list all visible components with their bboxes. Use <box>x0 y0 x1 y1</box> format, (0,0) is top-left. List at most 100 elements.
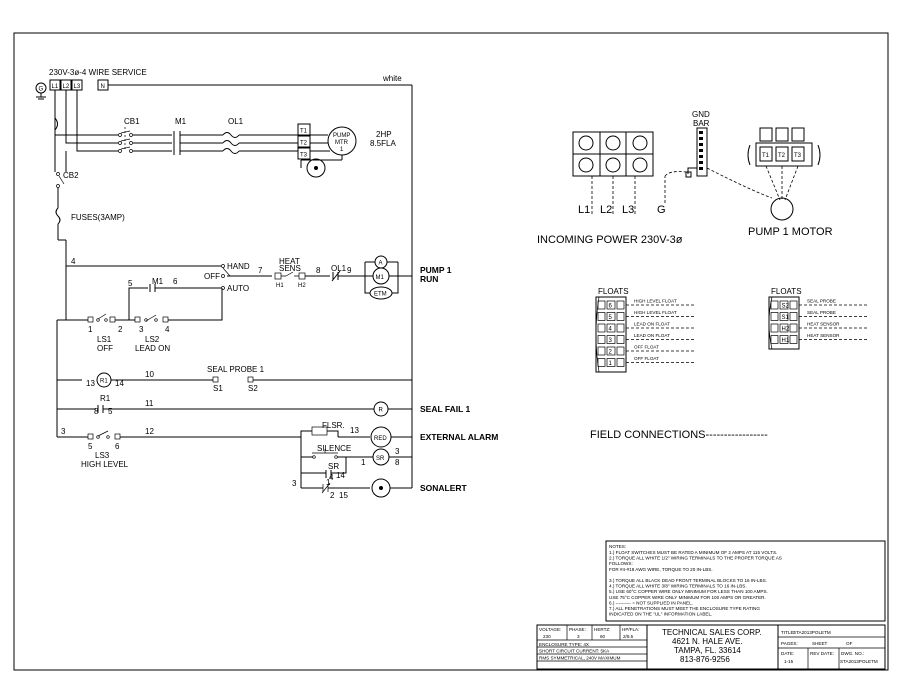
incoming-l2: L2 <box>600 204 612 216</box>
hp-value: 2/8.5 <box>623 634 634 639</box>
m1-seal-label: M1 <box>152 277 164 286</box>
r1-contact-term-8: 8 <box>94 407 99 416</box>
date-label: DATE: <box>781 651 794 656</box>
incoming-l3: L3 <box>622 204 634 216</box>
incoming-power-caption: INCOMING POWER 230V-3ø <box>537 234 683 246</box>
m1-power-contacts <box>173 131 181 155</box>
floats-left-wire-label-4: LEAD ON FLOAT <box>634 333 670 338</box>
ls-term-3: 3 <box>139 325 144 334</box>
sr-term-1: 1 <box>361 458 366 467</box>
cb1-label: CB1 <box>124 117 140 126</box>
motor-text-3: 1 <box>340 147 344 153</box>
flasher-label: FLSR. <box>322 421 345 430</box>
company-city: TAMPA, FL. 33614 <box>674 646 741 655</box>
pump-motor-caption: PUMP 1 MOTOR <box>748 226 833 238</box>
fuse-symbol <box>55 207 61 225</box>
gnd-bar-label-2: BAR <box>693 119 710 128</box>
ls1-sub: OFF <box>97 344 113 353</box>
notes-box <box>605 540 886 622</box>
ls3-label: LS3 <box>95 451 110 460</box>
ls2-float-switch <box>134 314 169 323</box>
wire-14: 14 <box>336 471 345 480</box>
sonalert-label: SONALERT <box>420 483 468 493</box>
motor-ground-symbol <box>306 158 326 178</box>
phase-value: 3 <box>577 634 580 639</box>
floats-right-wire-label-2: SEAL PROBE <box>807 310 836 315</box>
heat-sensor-contact <box>274 271 306 280</box>
phase-label: PHASE: <box>569 627 586 632</box>
note-line-11: 7.) ALL PENETRATIONS MUST MEET THE ENCLO… <box>609 606 760 611</box>
ground-symbol-label: G <box>39 87 44 93</box>
floats-left-terminal-6: 1 <box>609 361 613 367</box>
motor-hp: 2HP <box>376 130 392 139</box>
ol1-label: OL1 <box>228 117 244 126</box>
m1-coil-label: M1 <box>376 275 385 281</box>
pm-t1: T1 <box>762 153 770 159</box>
wire-4: 4 <box>71 257 76 266</box>
notes-title: NOTES: <box>609 544 626 549</box>
sr-contact-term-4: 4 <box>329 473 334 482</box>
sr-contact-term-3: 3 <box>292 479 297 488</box>
silence-label: SILENCE <box>317 444 351 453</box>
ls1-label: LS1 <box>97 335 112 344</box>
motor-fla: 8.5FLA <box>370 139 396 148</box>
t2-label: T2 <box>300 141 308 147</box>
s2-label: S2 <box>248 384 258 393</box>
seal-probe-s1 <box>212 376 219 383</box>
ls3-float-switch <box>87 430 121 440</box>
note-line-1: 1.) FLOAT SWITCHES MUST BE RATED A MINIM… <box>609 550 777 555</box>
note-line-9: USE 75°C COPPER WIRE ONLY MINIMUM FOR 10… <box>609 595 766 600</box>
pm-t3: T3 <box>794 153 802 159</box>
wire-10: 10 <box>145 370 154 379</box>
wire-7: 7 <box>258 266 263 275</box>
floats-right-terminal-1: S2 <box>782 304 790 310</box>
ls3-sub: HIGH LEVEL <box>81 460 129 469</box>
fuses-label: FUSES(3AMP) <box>71 213 125 222</box>
pump-motor-symbol-field <box>770 197 794 221</box>
neutral-wire-label: white <box>382 74 402 83</box>
wire-13: 13 <box>350 426 359 435</box>
terminal-l2: L2 <box>63 84 70 90</box>
hoa-off: OFF <box>204 272 220 281</box>
seal-probe-label: SEAL PROBE 1 <box>207 365 265 374</box>
pump-run-label-2: RUN <box>420 274 438 284</box>
seal-fail-light-label: R <box>379 408 384 414</box>
title-block <box>536 624 886 670</box>
floats-right-wire-label-3: HEAT SENSOR <box>807 322 840 327</box>
ol1-contact-label: OL1 <box>331 264 347 273</box>
drawing-border <box>13 32 889 671</box>
seal-fail-label: SEAL FAIL 1 <box>420 404 471 414</box>
sr-term-3: 3 <box>395 447 400 456</box>
motor-text-1: PUMP <box>333 133 350 139</box>
ls3-term-5: 5 <box>88 442 93 451</box>
wire-3: 3 <box>61 427 66 436</box>
service-label: 230V-3ø-4 WIRE SERVICE <box>49 68 147 77</box>
floats-left-terminal-3: 4 <box>609 327 613 333</box>
t1-label: T1 <box>300 129 308 135</box>
rms-rating: RMS SYMMETRICAL, 240V MAXIMUM <box>539 656 621 661</box>
voltage-value: 230 <box>543 634 551 639</box>
sr-contact-term-1: 1 <box>326 478 331 487</box>
short-circuit-current: SHORT CIRCUIT CURRENT: 5KA <box>539 649 610 654</box>
floats-left-wire-label-5: OFF FLOAT <box>634 345 659 350</box>
rev-date-label: REV DATE: <box>810 651 834 656</box>
r1-term-14: 14 <box>115 379 124 388</box>
wire-11: 11 <box>145 399 154 408</box>
t3-label: T3 <box>300 153 308 159</box>
wire-5: 5 <box>128 279 133 288</box>
hertz-value: 60 <box>600 634 606 639</box>
hp-label: HP/FLA: <box>622 627 639 632</box>
pump-run-label-1: PUMP 1 <box>420 265 452 275</box>
run-light-label: A <box>379 261 383 267</box>
pm-t2: T2 <box>778 153 786 159</box>
incoming-g: G <box>657 204 666 216</box>
floats-right-terminal-4: H1 <box>782 338 790 344</box>
h1-label: H1 <box>276 283 284 289</box>
wire-9: 9 <box>347 266 352 275</box>
s1-label: S1 <box>213 384 223 393</box>
note-line-7: 4.) TORQUE ALL WHITE 3/8" WIRING TERMINA… <box>609 584 747 589</box>
terminal-l1: L1 <box>52 84 59 90</box>
cb2-symbol <box>56 172 65 188</box>
ls-term-2: 2 <box>118 325 123 334</box>
dwg-no-label: DWG. NO.: <box>841 651 864 656</box>
